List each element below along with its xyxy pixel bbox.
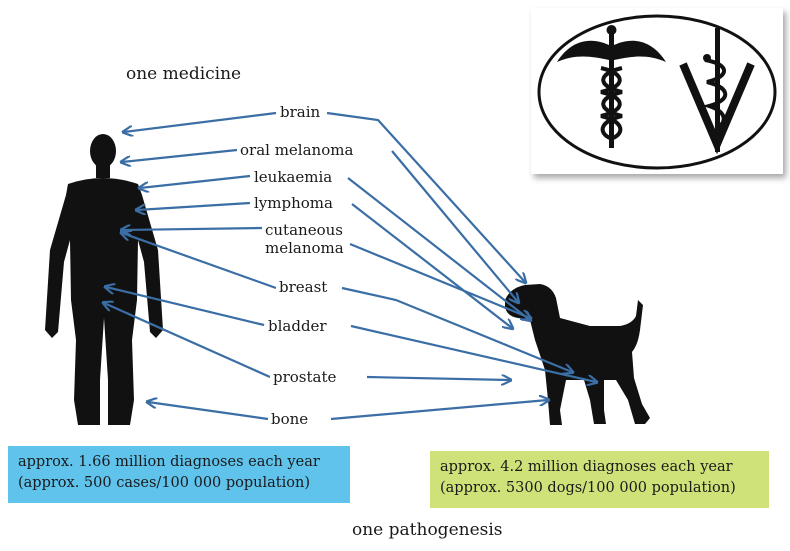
label-lymphoma: lymphoma	[251, 195, 336, 212]
arrow-brain-human	[124, 113, 276, 132]
human-stats-line2: (approx. 500 cases/100 000 population)	[18, 473, 340, 494]
label-bone: bone	[268, 411, 311, 428]
arrow-cutaneous-dog	[350, 244, 530, 318]
label-leukaemia: leukaemia	[251, 169, 335, 186]
label-prostate: prostate	[270, 369, 339, 386]
arrow-brain-dog	[327, 113, 525, 282]
dog-stats-box: approx. 4.2 million diagnoses each year …	[430, 451, 769, 508]
arrow-bone-human	[148, 402, 268, 419]
one-medicine-logo	[531, 8, 783, 174]
human-stats-box: approx. 1.66 million diagnoses each year…	[8, 446, 350, 503]
arrow-leukaemia-human	[140, 176, 250, 188]
dog-stats-line2: (approx. 5300 dogs/100 000 population)	[440, 478, 759, 499]
arrow-oral-human	[122, 150, 237, 162]
human-silhouette	[45, 134, 163, 425]
arrow-bone-dog	[331, 400, 548, 419]
label-cutaneous: cutaneous	[262, 222, 346, 239]
label-melanoma: melanoma	[262, 240, 347, 257]
human-stats-line1: approx. 1.66 million diagnoses each year	[18, 452, 340, 473]
medicine-logo-card	[531, 8, 783, 174]
arrow-prostate-dog	[367, 377, 510, 380]
arrow-leukaemia-dog	[348, 178, 530, 320]
label-breast: breast	[276, 279, 330, 296]
caduceus-icon	[557, 25, 666, 148]
veterinary-caduceus-icon	[683, 28, 751, 152]
label-bladder: bladder	[265, 318, 330, 335]
label-oral-melanoma: oral melanoma	[237, 142, 356, 159]
label-brain: brain	[277, 104, 323, 121]
dog-stats-line1: approx. 4.2 million diagnoses each year	[440, 457, 759, 478]
arrow-lymphoma-human	[137, 203, 250, 210]
